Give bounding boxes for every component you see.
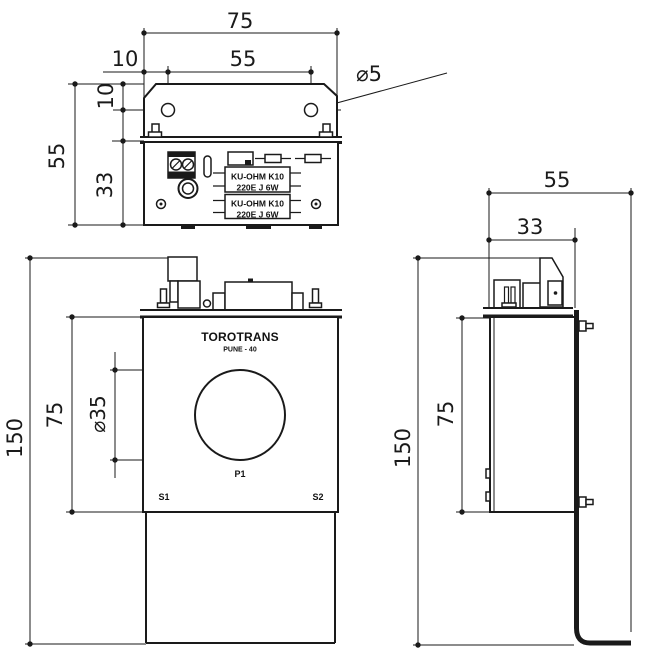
stud-bolt-right <box>308 288 323 309</box>
dim-side-body-depth-text: 33 <box>517 215 544 239</box>
side-mounting-plate <box>574 310 631 646</box>
small-screw-front <box>202 299 212 308</box>
cover-screw-left <box>155 198 167 210</box>
dim-front-overall-height: 150 <box>3 255 33 647</box>
dim-top-hole-diameter: ⌀5 <box>310 62 448 111</box>
mounting-hole-right <box>303 102 319 118</box>
dim-side-overall-depth-text: 55 <box>544 168 571 192</box>
resistor-spec-2-line2: 220E J 6W <box>236 210 279 220</box>
mounting-hole-left <box>160 102 176 118</box>
dim-side-overall-depth: 55 <box>486 168 634 196</box>
dim-top-hole-vertical-offset-text: 10 <box>94 83 118 110</box>
dim-side-overall-height: 150 <box>391 255 421 648</box>
brand-label: TOROTRANS <box>201 330 279 344</box>
front-top-components <box>156 256 323 311</box>
dim-front-overall-height-text: 150 <box>3 418 27 458</box>
dim-front-body-height-text: 75 <box>43 402 67 429</box>
dim-top-hole-offsets: 10 55 <box>103 47 314 75</box>
body-feet <box>181 225 322 229</box>
side-clamp-bolt-bottom <box>578 496 594 508</box>
front-lower-bracket <box>143 511 338 644</box>
resistor-spec-2-line1: KU-OHM K10 <box>231 199 284 209</box>
side-top-components <box>493 257 564 309</box>
dim-top-overall-depth: 55 <box>45 81 78 228</box>
cover-screw-right <box>310 198 322 210</box>
side-view: 55 33 150 75 <box>391 168 634 648</box>
terminal-block-side <box>493 279 521 309</box>
component-block-long <box>224 278 293 311</box>
terminal-block <box>167 151 196 179</box>
dim-side-body-height-text: 75 <box>434 401 458 428</box>
side-clamp-bolt-top <box>578 320 594 332</box>
terminal-p1-label: P1 <box>234 469 245 479</box>
terminal-block-front <box>167 256 198 282</box>
front-view: 150 75 ⌀35 <box>3 255 342 647</box>
terminal-s1-label: S1 <box>158 492 169 502</box>
front-top-plate <box>140 309 342 319</box>
fuse-holder <box>177 178 199 199</box>
dim-front-body-height: 75 <box>43 314 75 515</box>
terminal-s2-label: S2 <box>312 492 323 502</box>
clamp-bolt-right <box>318 123 334 138</box>
dim-front-aperture-diameter-text: ⌀35 <box>86 395 110 433</box>
small-box-side <box>547 280 563 306</box>
dim-top-overall-depth-text: 55 <box>45 143 69 170</box>
resistor-spec-box-1: KU-OHM K10 220E J 6W <box>213 166 301 193</box>
stud-bolt-left <box>156 288 171 309</box>
side-terminal-bumps <box>485 468 491 502</box>
primary-aperture <box>194 369 286 461</box>
dim-side-body-depth: 33 <box>486 215 578 243</box>
resistor-spec-1-line1: KU-OHM K10 <box>231 172 284 182</box>
top-view: 75 10 55 55 10 33 ⌀5 <box>45 9 448 229</box>
dim-top-body-depth-text: 33 <box>93 172 117 199</box>
model-label: PUNE - 40 <box>223 347 257 354</box>
dim-top-hole-diameter-text: ⌀5 <box>356 62 382 86</box>
dim-front-aperture-diameter: ⌀35 <box>86 352 118 478</box>
dim-top-overall-width: 75 <box>141 9 340 36</box>
resistor-spec-1-line2: 220E J 6W <box>236 183 279 193</box>
label-plate <box>227 151 254 166</box>
dim-top-hole-edge-offset-text: 10 <box>112 47 139 71</box>
dim-top-hole-vertical-and-body-depth: 10 33 <box>93 81 126 228</box>
clamp-bolt-left <box>147 123 163 138</box>
resistor-symbol-2 <box>295 153 331 164</box>
dim-side-overall-height-text: 150 <box>391 428 415 468</box>
dim-top-hole-spacing-text: 55 <box>230 47 257 71</box>
capsule-component <box>203 155 212 178</box>
body-side-face <box>489 316 576 513</box>
resistor-symbol-1 <box>255 153 291 164</box>
dim-side-body-height: 75 <box>434 315 465 515</box>
resistor-spec-box-2: KU-OHM K10 220E J 6W <box>213 193 301 220</box>
dim-top-overall-width-text: 75 <box>227 9 254 33</box>
